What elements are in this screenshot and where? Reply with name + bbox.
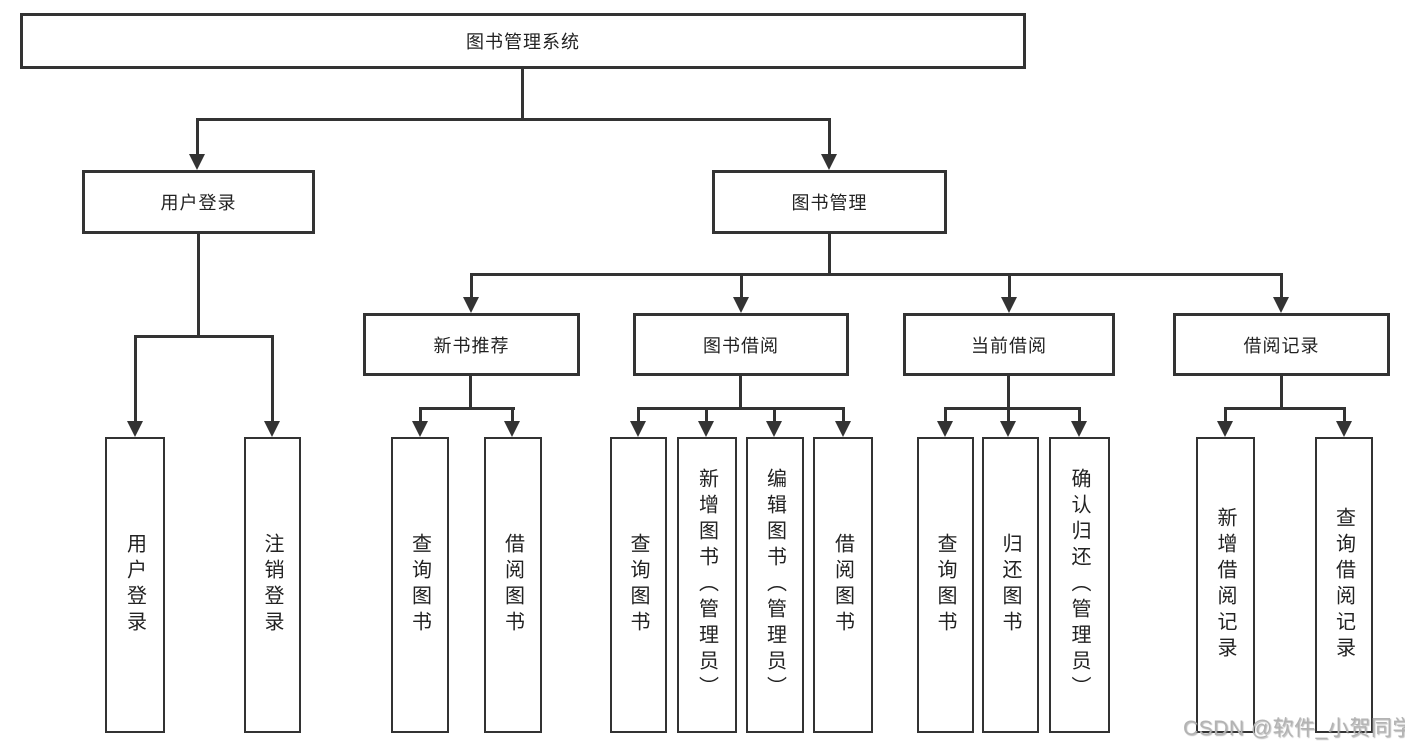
leaf-query-books-borrowing: 查询图书 — [610, 437, 667, 733]
connector-to-leaf-query-books-1 — [419, 407, 422, 423]
connector-user-login-hline — [134, 335, 273, 338]
arrowhead-to-leaf-query-books-3 — [937, 421, 953, 437]
connector-to-user-login — [196, 118, 199, 156]
connector-borrowing-hline — [637, 407, 845, 410]
connector-to-new-book-recommendation — [470, 273, 473, 299]
connector-borrowing-stem — [739, 376, 742, 407]
leaf-edit-books-admin: 编辑图书（管理员） — [746, 437, 804, 733]
node-new-book-recommendation: 新书推荐 — [363, 313, 580, 376]
leaf-logout-login: 注销登录 — [244, 437, 301, 733]
node-current-borrowing: 当前借阅 — [903, 313, 1115, 376]
arrowhead-to-borrowing-records — [1273, 297, 1289, 313]
connector-to-leaf-borrow-books-2 — [842, 407, 845, 423]
connector-to-leaf-confirm-return — [1078, 407, 1081, 423]
connector-level2-hline — [196, 118, 831, 121]
arrowhead-to-leaf-confirm-return — [1071, 421, 1087, 437]
arrowhead-to-new-book-recommendation — [463, 297, 479, 313]
arrowhead-to-leaf-edit-books — [766, 421, 782, 437]
connector-records-stem — [1280, 376, 1283, 407]
arrowhead-to-leaf-add-books — [698, 421, 714, 437]
arrowhead-to-leaf-return-books — [1000, 421, 1016, 437]
arrowhead-to-leaf-user-login — [127, 421, 143, 437]
connector-to-leaf-user-login — [134, 335, 137, 423]
leaf-query-borrowing-record: 查询借阅记录 — [1315, 437, 1373, 733]
connector-current-stem — [1007, 376, 1010, 407]
leaf-add-books-admin: 新增图书（管理员） — [677, 437, 737, 733]
node-user-login: 用户登录 — [82, 170, 315, 234]
node-root-library-management-system: 图书管理系统 — [20, 13, 1026, 69]
leaf-query-books-recommendation: 查询图书 — [391, 437, 449, 733]
arrowhead-to-user-login — [189, 154, 205, 170]
connector-recommendation-hline — [419, 407, 515, 410]
connector-to-leaf-query-books-3 — [944, 407, 947, 423]
leaf-return-books: 归还图书 — [982, 437, 1039, 733]
leaf-add-borrowing-record: 新增借阅记录 — [1196, 437, 1255, 733]
connector-current-hline — [944, 407, 1081, 410]
connector-to-leaf-return-books — [1007, 407, 1010, 423]
leaf-confirm-return-admin: 确认归还（管理员） — [1049, 437, 1110, 733]
node-book-borrowing: 图书借阅 — [633, 313, 849, 376]
node-borrowing-records: 借阅记录 — [1173, 313, 1390, 376]
connector-to-current-borrowing — [1008, 273, 1011, 299]
node-book-management: 图书管理 — [712, 170, 947, 234]
connector-to-leaf-query-books-2 — [637, 407, 640, 423]
arrowhead-to-leaf-query-books-1 — [412, 421, 428, 437]
connector-to-leaf-add-record — [1224, 407, 1227, 423]
arrowhead-to-leaf-borrow-books-1 — [504, 421, 520, 437]
connector-to-leaf-add-books — [705, 407, 708, 423]
connector-level3-hline — [470, 273, 1282, 276]
connector-to-leaf-logout — [271, 335, 274, 423]
connector-to-book-borrowing — [740, 273, 743, 299]
leaf-borrow-books-recommendation: 借阅图书 — [484, 437, 542, 733]
connector-user-login-stem — [197, 234, 200, 335]
connector-to-leaf-borrow-books-1 — [511, 407, 514, 423]
leaf-query-books-current: 查询图书 — [917, 437, 974, 733]
connector-to-leaf-edit-books — [773, 407, 776, 423]
arrowhead-to-leaf-query-books-2 — [630, 421, 646, 437]
arrowhead-to-leaf-add-record — [1217, 421, 1233, 437]
connector-root-stem — [521, 68, 524, 118]
connector-book-management-stem — [828, 234, 831, 273]
leaf-borrow-books-borrowing: 借阅图书 — [813, 437, 873, 733]
arrowhead-to-leaf-borrow-books-2 — [835, 421, 851, 437]
leaf-user-login: 用户登录 — [105, 437, 165, 733]
csdn-watermark: CSDN @软件_小贺同学 — [1183, 717, 1405, 740]
connector-to-leaf-query-record — [1343, 407, 1346, 423]
connector-recommendation-stem — [469, 376, 472, 407]
arrowhead-to-leaf-query-record — [1336, 421, 1352, 437]
connector-records-hline — [1224, 407, 1346, 410]
arrowhead-to-leaf-logout — [264, 421, 280, 437]
arrowhead-to-current-borrowing — [1001, 297, 1017, 313]
arrowhead-to-book-borrowing — [733, 297, 749, 313]
connector-to-book-management — [828, 118, 831, 156]
connector-to-borrowing-records — [1280, 273, 1283, 299]
arrowhead-to-book-management — [821, 154, 837, 170]
